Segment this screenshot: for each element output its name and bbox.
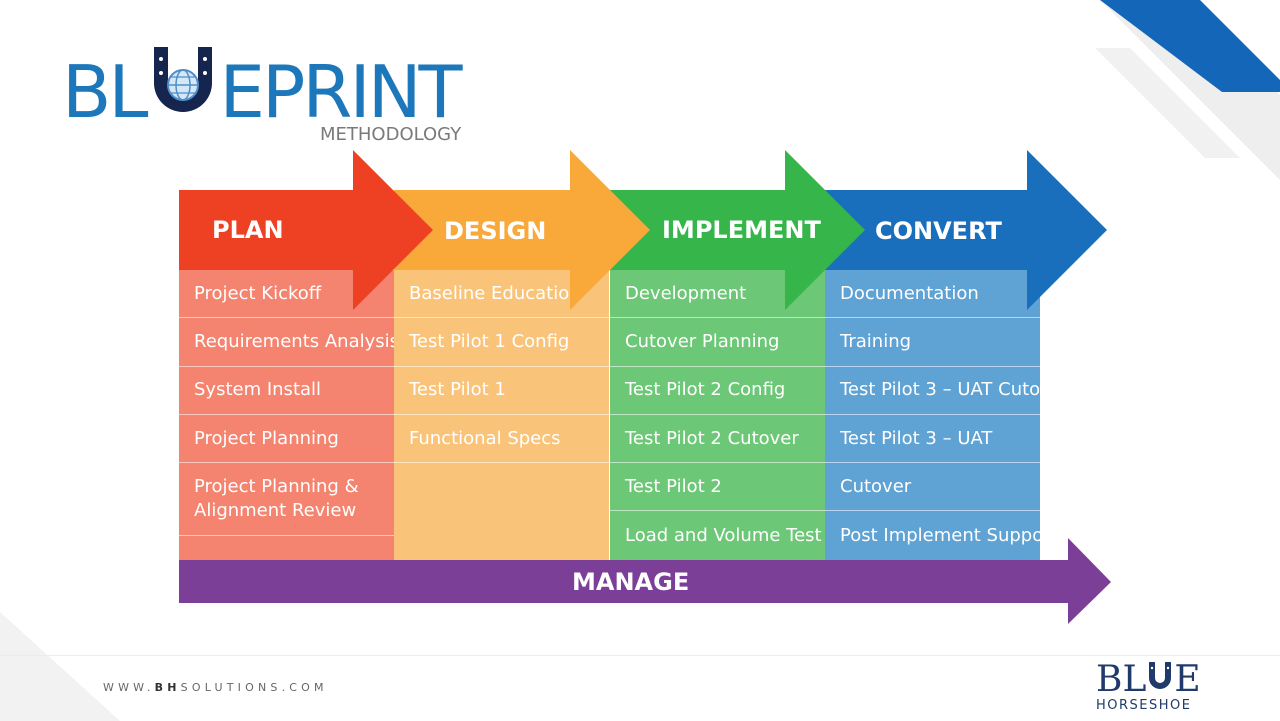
phase-label-convert: CONVERT bbox=[875, 217, 1002, 245]
manage-label: MANAGE bbox=[572, 568, 690, 596]
step-cell: Test Pilot 2 bbox=[610, 463, 825, 512]
phase-label-plan: PLAN bbox=[212, 216, 284, 244]
website-url: WWW.BHSOLUTIONS.COM bbox=[103, 681, 328, 694]
step-cell: Test Pilot 1 Config bbox=[394, 318, 609, 367]
step-cell: Functional Specs bbox=[394, 415, 609, 464]
step-cell: Post Implement Support bbox=[840, 524, 1058, 546]
logo-word-left: BL bbox=[62, 50, 148, 134]
step-cell: Test Pilot 1 bbox=[394, 367, 609, 415]
step-cell: System Install bbox=[179, 367, 394, 415]
step-cell: Documentation bbox=[825, 270, 1040, 319]
step-cell: Project Kickoff bbox=[179, 270, 394, 319]
logo-word-right: EPRINT bbox=[219, 50, 463, 134]
step-cell: Test Pilot 2 Cutover bbox=[610, 415, 825, 464]
step-cell: Project Planning & Alignment Review bbox=[179, 463, 394, 537]
step-cell: Training bbox=[825, 318, 1040, 367]
footer-divider bbox=[0, 655, 1280, 656]
step-cell: Load and Volume Test bbox=[625, 524, 822, 546]
step-cell: Test Pilot 3 – UAT Cutover bbox=[825, 367, 1069, 415]
step-cell: Baseline Education bbox=[394, 270, 609, 319]
step-cell: Cutover bbox=[825, 463, 1040, 512]
step-cell: Cutover Planning bbox=[610, 318, 825, 367]
phase-label-implement: IMPLEMENT bbox=[662, 216, 821, 244]
horseshoe-globe-icon bbox=[146, 47, 220, 123]
step-cell: Test Pilot 3 – UAT bbox=[825, 415, 1040, 464]
step-cell: Development bbox=[610, 270, 825, 319]
step-cell: Requirements Analysis bbox=[179, 318, 399, 367]
step-cell: Project Planning bbox=[179, 415, 394, 464]
horseshoe-icon bbox=[1146, 662, 1174, 694]
step-cell: Test Pilot 2 Config bbox=[610, 367, 825, 415]
blueprint-logo: BL EPRINT bbox=[62, 47, 463, 134]
blue-horseshoe-logo: BL E bbox=[1096, 659, 1201, 700]
phase-label-design: DESIGN bbox=[444, 217, 547, 245]
logo-subtitle: METHODOLOGY bbox=[320, 124, 462, 145]
blue-horseshoe-subtitle: HORSESHOE bbox=[1096, 698, 1192, 713]
